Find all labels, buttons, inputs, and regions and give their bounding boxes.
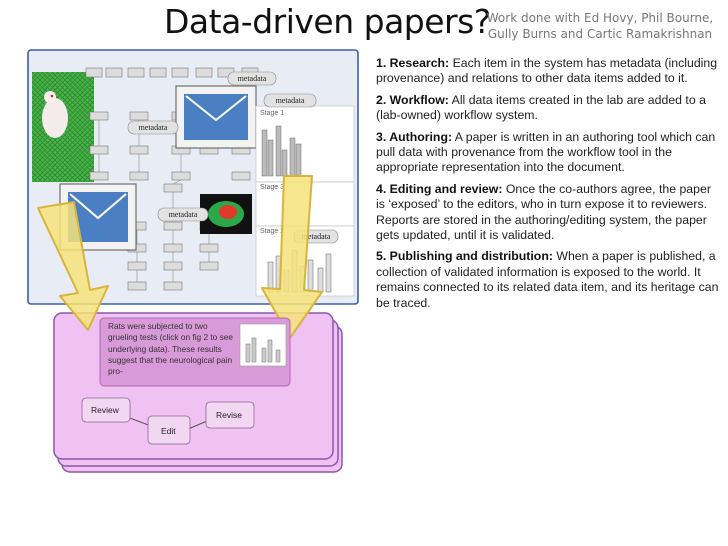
step-editing-review: 4. Editing and review: Once the co-autho… (376, 182, 721, 244)
metadata-tag: metadata (276, 96, 305, 105)
step-workflow: 2. Workflow: All data items created in t… (376, 93, 721, 124)
credit-text: Work done with Ed Hovy, Phil Bourne, Gul… (486, 11, 714, 41)
metadata-tag: metadata (238, 74, 267, 83)
page-title: Data-driven papers? (164, 2, 491, 41)
arrow-workflow-to-paper (261, 175, 323, 339)
metadata-tag: metadata (302, 232, 331, 241)
stage-label: Stage 1 (260, 110, 284, 117)
mouse-icon (42, 98, 68, 138)
paper-excerpt: Rats were subjected to two grueling test… (108, 321, 233, 377)
step-publishing: 5. Publishing and distribution: When a p… (376, 249, 721, 311)
step-heading: 1. Research: (376, 56, 450, 70)
step-heading: 2. Workflow: (376, 92, 449, 107)
steps-list: 1. Research: Each item in the system has… (376, 56, 721, 317)
step-heading: 4. Editing and review: (376, 181, 503, 196)
stage-label: Stage 2 (260, 228, 284, 235)
metadata-tags: metadata metadata metadata metadata meta… (127, 71, 339, 244)
review-step (81, 397, 131, 423)
review-label: Review (91, 405, 119, 415)
arrow-research-to-paper (37, 201, 109, 331)
step-body: A paper is written in an authoring tool … (376, 129, 716, 175)
edit-step (147, 415, 191, 445)
step-body: Once the co-authors agree, the paper is … (376, 181, 711, 243)
metadata-tag: metadata (139, 123, 168, 132)
step-body: All data items created in the lab are ad… (376, 92, 706, 123)
step-heading: 5. Publishing and distribution: (376, 249, 553, 264)
step-research: 1. Research: Each item in the system has… (376, 56, 721, 87)
step-heading: 3. Authoring: (376, 129, 453, 144)
revise-label: Revise (216, 410, 242, 420)
workflow-diagram: Stage 1 Stage 2 Stage 3 metadata metadat… (27, 49, 359, 473)
stage-label: Stage 3 (260, 184, 284, 191)
step-authoring: 3. Authoring: A paper is written in an a… (376, 130, 721, 176)
revise-step (205, 401, 255, 429)
paper-figure-bars (245, 337, 281, 363)
step-body: Each item in the system has metadata (in… (376, 56, 718, 86)
step-body: When a paper is published, a collection … (376, 249, 719, 310)
stage-1-bars (261, 125, 302, 177)
edit-label: Edit (161, 426, 176, 436)
metadata-tag: metadata (169, 210, 198, 219)
